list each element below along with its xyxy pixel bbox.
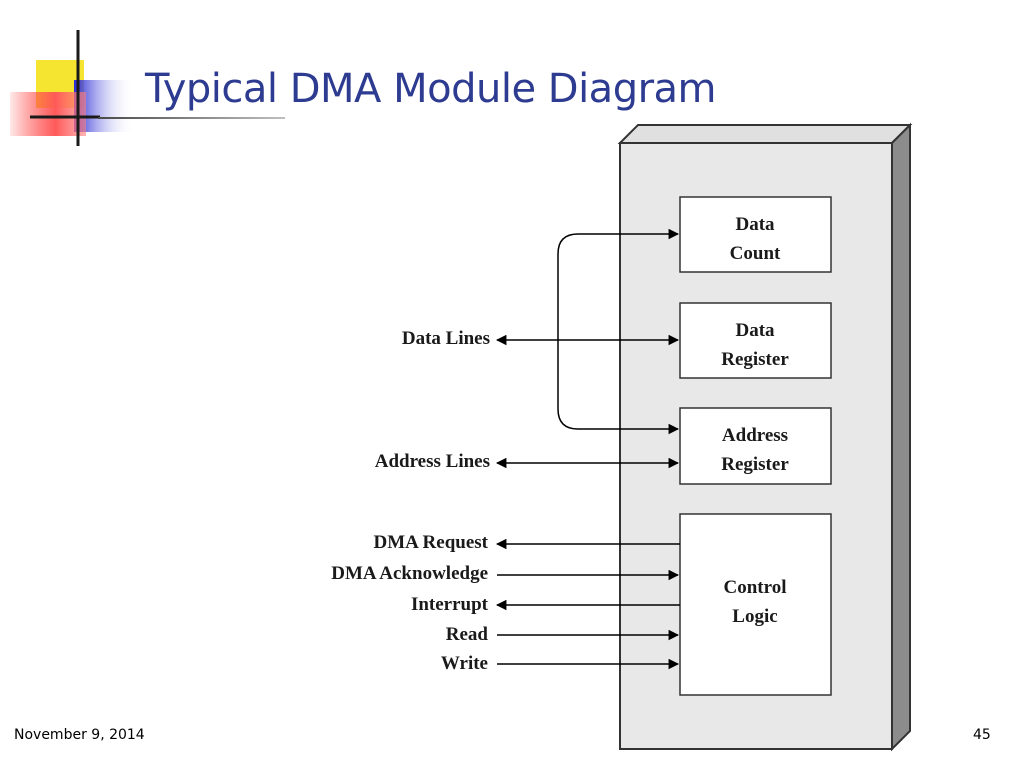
data-count-label-line1: Data: [735, 214, 775, 235]
dma-request-label: DMA Request: [373, 532, 488, 553]
dma-acknowledge-label: DMA Acknowledge: [331, 563, 488, 584]
slide-title: Typical DMA Module Diagram: [145, 66, 717, 112]
data-register-label-line2: Register: [721, 349, 789, 370]
data-count-label-line2: Count: [730, 243, 781, 264]
page-number: 45: [973, 727, 991, 743]
data-register-label-line1: Data: [735, 320, 775, 341]
control-logic-box: [679, 513, 832, 696]
module-box-side: [891, 122, 911, 752]
corner-logo: [10, 30, 134, 146]
read-label: Read: [446, 624, 489, 645]
data-lines-label: Data Lines: [402, 328, 490, 349]
red-square: [10, 92, 86, 136]
internal-bus-connector: [557, 228, 680, 435]
address-lines-label: Address Lines: [375, 451, 490, 472]
control-logic-label-line1: Control: [724, 577, 787, 598]
write-label: Write: [441, 653, 488, 674]
data-count-box: [679, 196, 832, 273]
data-register-box: [679, 302, 832, 379]
control-logic-label-line2: Logic: [732, 606, 777, 627]
interrupt-label: Interrupt: [411, 594, 489, 615]
module-box-top: [617, 124, 913, 144]
footer-date: November 9, 2014: [14, 727, 145, 743]
title-underline: [98, 117, 285, 119]
address-register-box: [679, 407, 832, 485]
address-register-label-line2: Register: [721, 454, 789, 475]
address-register-label-line1: Address: [722, 425, 788, 446]
